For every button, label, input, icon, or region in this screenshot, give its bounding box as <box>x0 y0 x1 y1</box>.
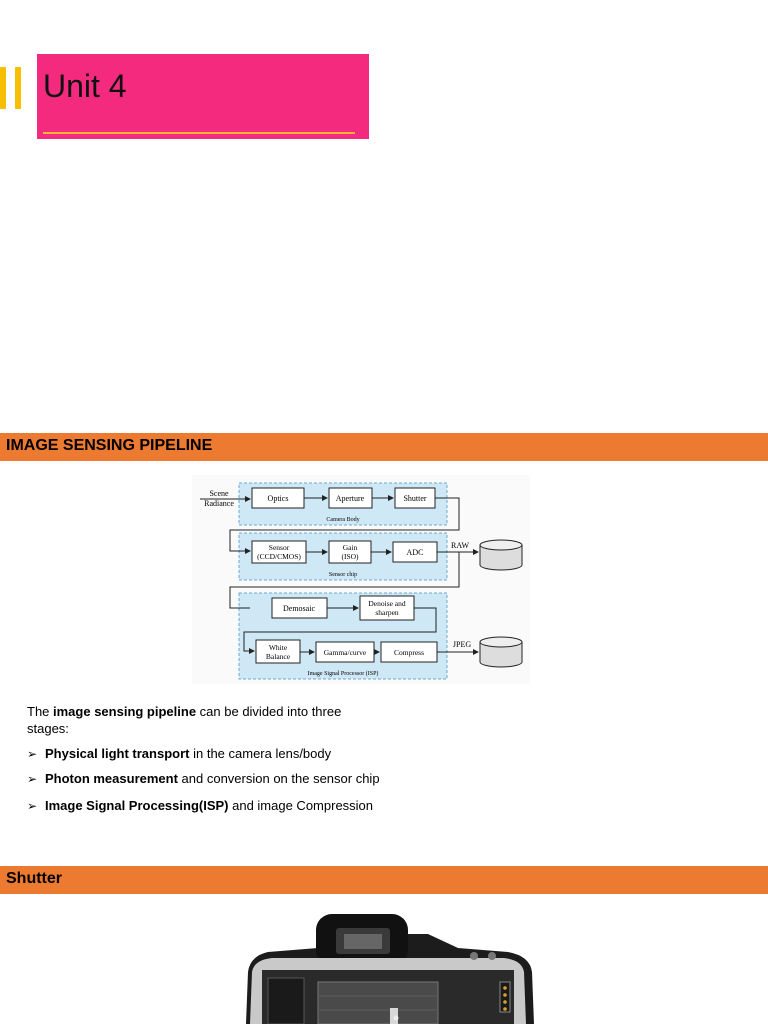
gamma-label: Gamma/curve <box>324 648 367 657</box>
camera-image <box>238 912 538 1025</box>
bullet-bold: Photon measurement <box>45 771 178 786</box>
bullet-rest: in the camera lens/body <box>189 746 332 761</box>
aperture-label: Aperture <box>336 494 365 503</box>
sensor-label-1: Sensor <box>269 543 290 552</box>
intro-prefix: The <box>27 704 54 719</box>
jpeg-storage-icon <box>479 636 523 668</box>
optics-label: Optics <box>268 494 289 503</box>
bullet-item: ➢ Photon measurement and conversion on th… <box>27 770 380 788</box>
isp-group <box>238 592 448 680</box>
pipeline-diagram: Scene Radiance Optics Aperture Shutter C… <box>192 475 530 684</box>
raw-label: RAW <box>451 541 469 550</box>
bullet-bold: Image Signal Processing(ISP) <box>45 798 229 813</box>
gain-label-2: (ISO) <box>341 552 359 561</box>
bullet-arrow-icon: ➢ <box>27 799 38 813</box>
title-underline <box>43 132 355 134</box>
bullet-bold: Physical light transport <box>45 746 190 761</box>
section-header-shutter: Shutter <box>0 866 768 894</box>
accent-bar-right <box>15 67 21 109</box>
bullet-rest: and conversion on the sensor chip <box>177 771 380 786</box>
title-box: Unit 4 <box>37 54 369 139</box>
section-header-pipeline: IMAGE SENSING PIPELINE <box>0 433 768 461</box>
bullet-arrow-icon: ➢ <box>27 747 38 761</box>
bullet-item: ➢ Image Signal Processing(ISP) and image … <box>27 797 373 815</box>
shutter-label: Shutter <box>403 494 426 503</box>
jpeg-label: JPEG <box>453 640 471 649</box>
intro-bold: image sensing pipeline <box>53 704 197 719</box>
isp-label: Image Signal Processor (ISP) <box>308 670 379 677</box>
sensor-chip-label: Sensor chip <box>329 572 357 578</box>
scene-label: Scene <box>209 489 229 498</box>
section-heading: Shutter <box>6 870 62 887</box>
demosaic-label: Demosaic <box>283 604 315 613</box>
denoise-label-2: sharpen <box>375 608 399 617</box>
page-title: Unit 4 <box>43 68 127 104</box>
sensor-label-2: (CCD/CMOS) <box>257 552 301 561</box>
adc-label: ADC <box>407 548 424 557</box>
gain-label-1: Gain <box>343 543 358 552</box>
raw-storage-icon <box>479 539 523 571</box>
camera-illustration <box>246 914 534 1025</box>
intro-paragraph: The image sensing pipeline can be divide… <box>27 703 341 737</box>
pipeline-diagram-svg: Scene Radiance Optics Aperture Shutter C… <box>200 482 523 680</box>
wb-label-1: White <box>269 643 288 652</box>
intro-line1-suffix: can be divided into three <box>196 704 342 719</box>
bullet-rest: and image Compression <box>228 798 374 813</box>
wb-label-2: Balance <box>266 652 291 661</box>
accent-bar-left <box>0 67 6 109</box>
intro-line2: stages: <box>27 721 69 736</box>
radiance-label: Radiance <box>204 499 234 508</box>
denoise-label-1: Denoise and <box>368 599 406 608</box>
denoise-box <box>359 595 415 621</box>
bullet-arrow-icon: ➢ <box>27 772 38 786</box>
compress-label: Compress <box>394 648 424 657</box>
camera-body-label: Camera Body <box>326 517 359 523</box>
bullet-item: ➢ Physical light transport in the camera … <box>27 745 331 763</box>
section-heading: IMAGE SENSING PIPELINE <box>6 437 213 454</box>
